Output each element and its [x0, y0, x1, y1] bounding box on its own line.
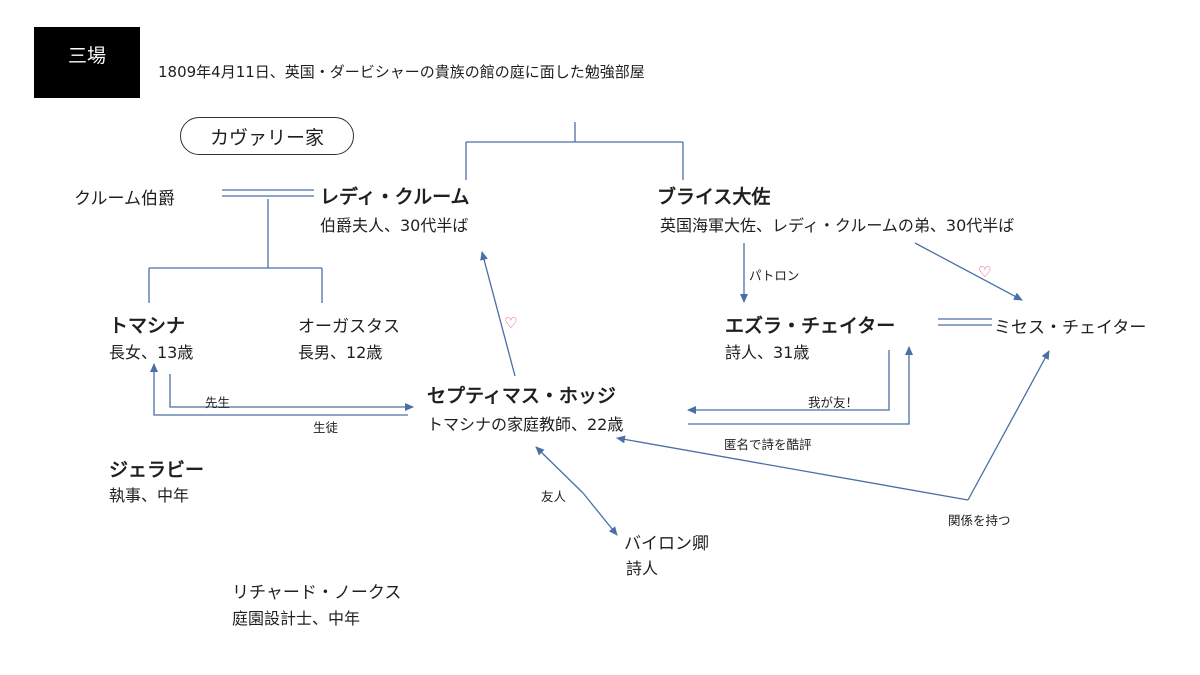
affair-label: 関係を持つ — [948, 513, 1011, 528]
children-tree-line — [148, 199, 323, 303]
family-label: カヴァリー家 — [180, 117, 354, 155]
byron-name: バイロン卿 — [624, 534, 709, 554]
heart-icon: ♡ — [978, 263, 992, 281]
brice-desc: 英国海軍大佐、レディ・クルームの弟、30代半ば — [660, 216, 1015, 235]
thomasina-desc: 長女、13歳 — [109, 343, 194, 362]
noakes-name: リチャード・ノークス — [232, 583, 402, 603]
brice-name: ブライス大佐 — [657, 186, 771, 208]
noakes-desc: 庭園設計士、中年 — [232, 609, 361, 628]
anonymous-review-label: 匿名で詩を酷評 — [724, 437, 812, 452]
septimus-name: セプティマス・ホッジ — [427, 385, 616, 407]
student-label: 生徒 — [313, 420, 339, 435]
marriage-line-croom — [222, 189, 314, 197]
scene-subtitle: 1809年4月11日、英国・ダービシャーの貴族の館の庭に面した勉強部屋 — [158, 63, 645, 81]
anonymous-review-arrow — [688, 346, 913, 425]
augustus-desc: 長男、12歳 — [298, 343, 383, 362]
lord-croom-name: クルーム伯爵 — [74, 189, 175, 209]
septimus-to-lady-croom-arrow — [480, 251, 516, 377]
sibling-bracket-line — [465, 122, 684, 180]
jellaby-name: ジェラビー — [109, 459, 205, 481]
chater-name: エズラ・チェイター — [725, 315, 896, 337]
marriage-line-chater — [938, 318, 992, 326]
thomasina-name: トマシナ — [109, 315, 186, 337]
teacher-arrow — [169, 374, 414, 411]
scene-label: 三場 — [34, 27, 140, 98]
teacher-label: 先生 — [205, 395, 231, 410]
byron-desc: 詩人 — [626, 559, 659, 578]
affair-arrow — [967, 350, 1050, 501]
patron-label: パトロン — [749, 268, 800, 283]
my-friend-arrow — [687, 350, 890, 414]
mrs-chater-name: ミセス・チェイター — [994, 318, 1147, 338]
lady-croom-name: レディ・クルーム — [320, 186, 470, 208]
affair-to-septimus-arrow — [616, 435, 969, 501]
chater-desc: 詩人、31歳 — [725, 343, 810, 362]
student-arrow — [150, 363, 408, 416]
friend-label: 友人 — [541, 489, 567, 504]
my-friend-label: 我が友！ — [808, 395, 859, 410]
friend-arrow — [535, 446, 584, 494]
heart-icon: ♡ — [504, 314, 518, 332]
jellaby-desc: 執事、中年 — [109, 486, 190, 505]
brice-to-mrs-chater-arrow — [914, 242, 1023, 301]
lady-croom-desc: 伯爵夫人、30代半ば — [320, 216, 469, 235]
septimus-desc: トマシナの家庭教師、22歳 — [427, 415, 624, 434]
augustus-name: オーガスタス — [298, 317, 400, 337]
friend-arrow-to-byron — [582, 492, 618, 536]
